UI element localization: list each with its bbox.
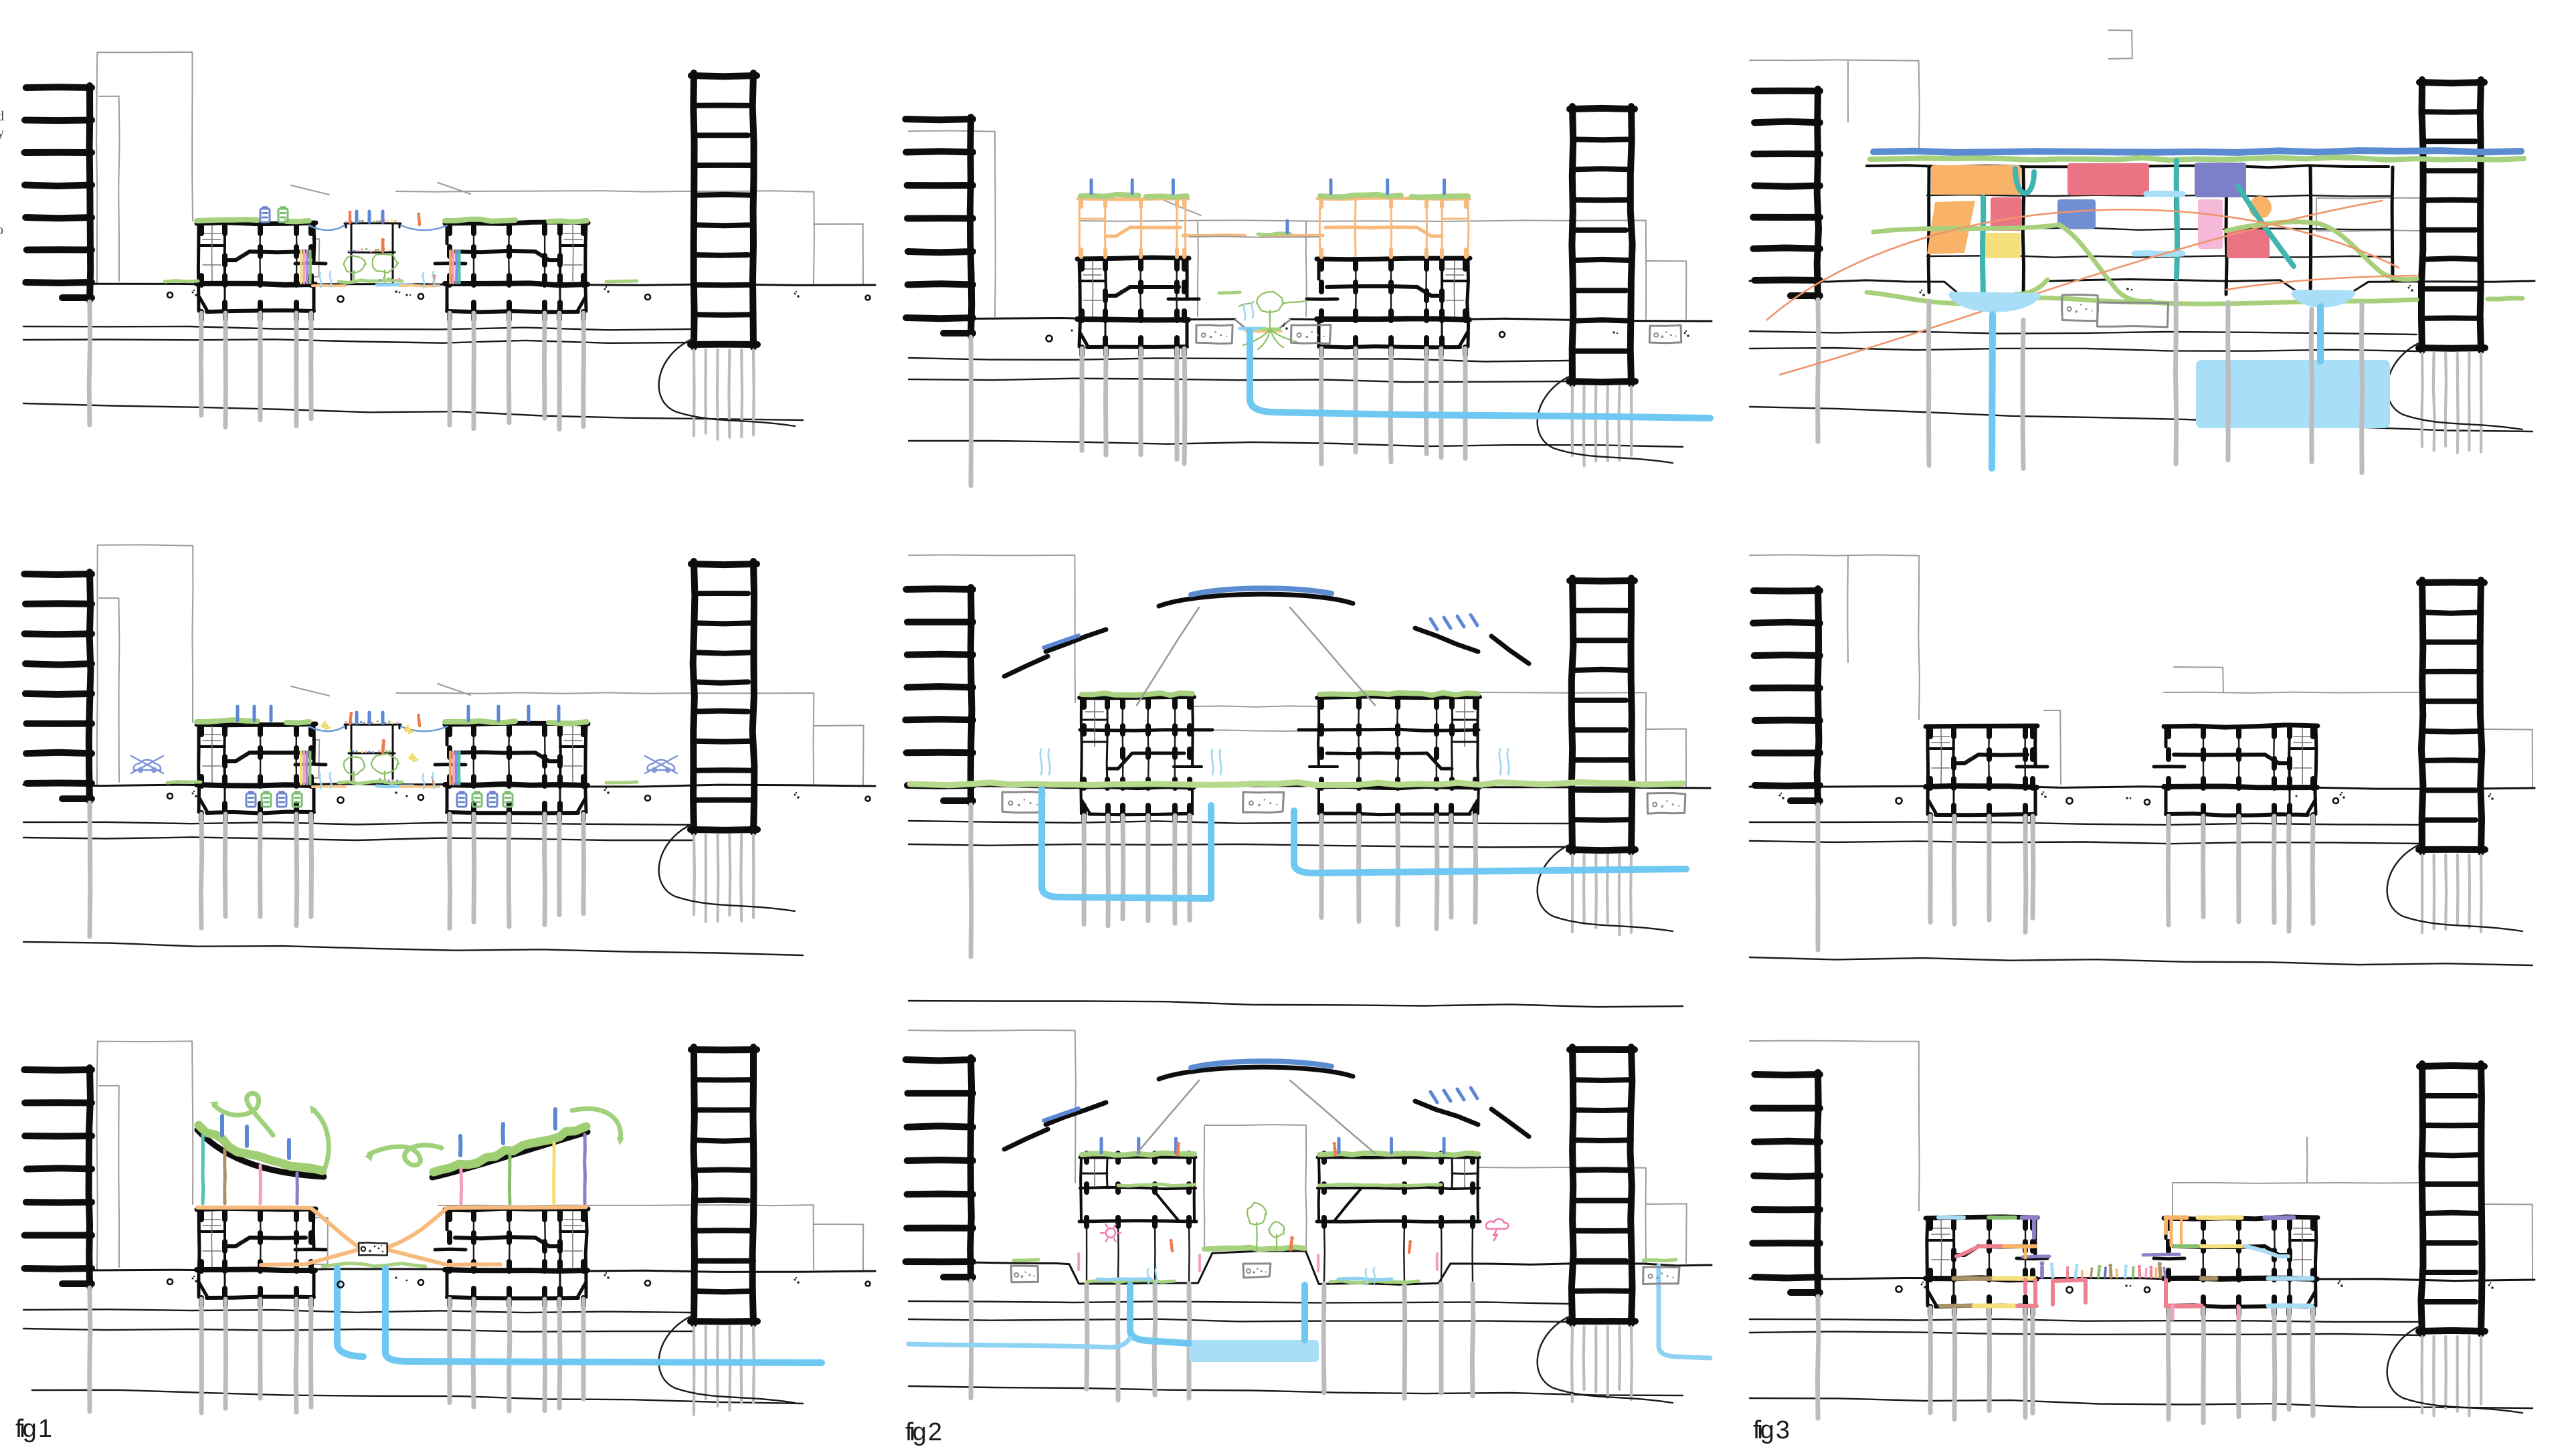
- svg-text:fig 1: fig 1: [15, 1415, 52, 1443]
- svg-text:d: d: [0, 109, 4, 124]
- svg-text:y: y: [0, 126, 4, 140]
- svg-text:fig 3: fig 3: [1753, 1416, 1790, 1444]
- svg-text:o: o: [0, 223, 3, 237]
- svg-text:fig 2: fig 2: [905, 1418, 942, 1446]
